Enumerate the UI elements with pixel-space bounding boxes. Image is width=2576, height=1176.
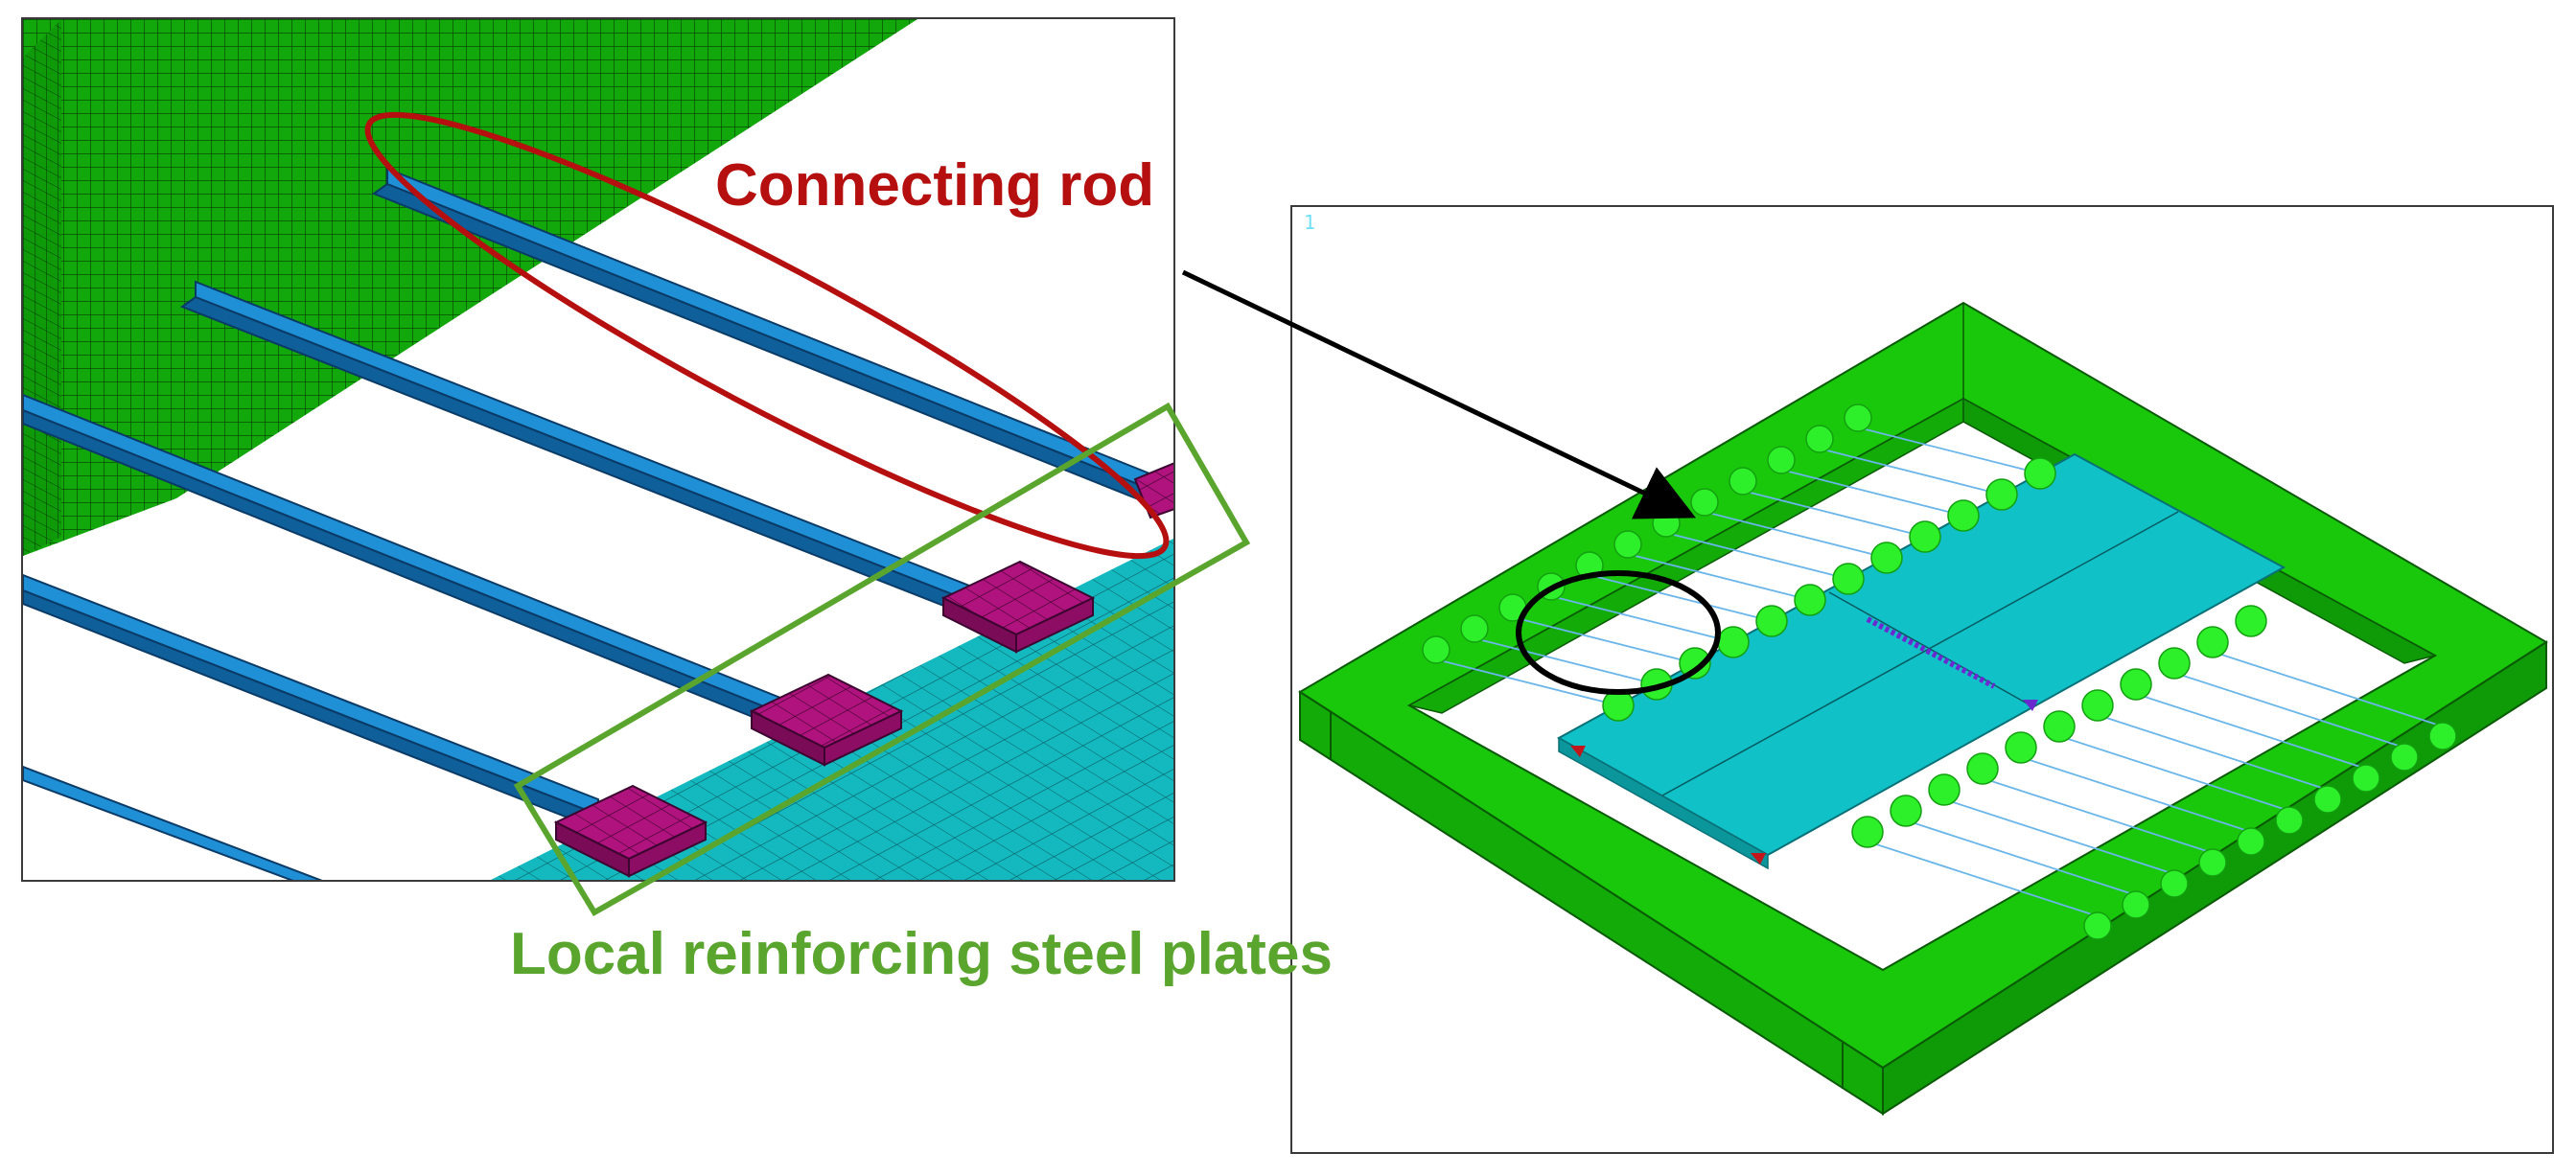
connecting-rod	[179, 280, 994, 621]
steel-plates-label: Local reinforcing steel plates	[510, 921, 1333, 987]
overview-model-graphic	[1298, 301, 2548, 1116]
connecting-rod	[23, 765, 323, 880]
anchor-rows	[1422, 404, 2457, 940]
detail-view-graphic	[23, 19, 1173, 880]
anchor-row-back	[1422, 404, 1872, 664]
bridge-deck	[1556, 452, 2286, 870]
connecting-rod	[23, 393, 802, 732]
zoom-circle	[1516, 570, 1721, 695]
detail-view-panel	[21, 17, 1175, 882]
anchor-row-front	[2083, 722, 2457, 940]
window-index: 1	[1304, 211, 1316, 234]
anchor-row-deck-left	[1602, 457, 2056, 722]
connecting-rod-label: Connecting rod	[715, 152, 1155, 219]
overview-model-panel: 1	[1290, 205, 2554, 1154]
cables	[1435, 427, 2444, 917]
anchor-row-deck-right	[1851, 605, 2267, 848]
